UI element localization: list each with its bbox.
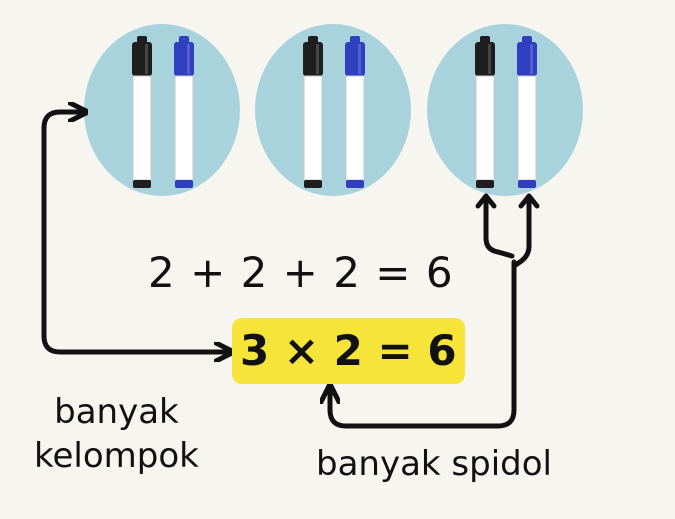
group-circle xyxy=(255,24,411,196)
groups-label: banyak kelompok xyxy=(34,390,199,478)
group-1 xyxy=(84,24,240,196)
multiplication-equation: 3 × 2 = 6 xyxy=(232,318,465,384)
marker-groups xyxy=(84,24,583,196)
blue-marker xyxy=(174,36,194,188)
markers-arrow-head-right xyxy=(518,193,540,209)
markers-arrow-to-product xyxy=(330,259,517,429)
groups-label-line1: banyak xyxy=(54,392,179,432)
markers-label: banyak spidol xyxy=(316,444,552,484)
group-2 xyxy=(255,24,411,196)
groups-label-line2: kelompok xyxy=(34,436,199,476)
black-marker xyxy=(475,36,495,188)
blue-marker xyxy=(517,36,537,188)
groups-arrow-to-circles xyxy=(41,112,229,355)
group-circle xyxy=(427,24,583,196)
black-marker xyxy=(132,36,152,188)
addition-equation: 2 + 2 + 2 = 6 xyxy=(148,248,454,297)
group-circle xyxy=(84,24,240,196)
markers-arrow-right xyxy=(511,197,532,269)
black-marker xyxy=(303,36,323,188)
markers-arrow-head-left xyxy=(475,193,497,209)
blue-marker xyxy=(345,36,365,188)
group-3 xyxy=(427,24,583,196)
markers-arrow-left xyxy=(483,197,515,259)
